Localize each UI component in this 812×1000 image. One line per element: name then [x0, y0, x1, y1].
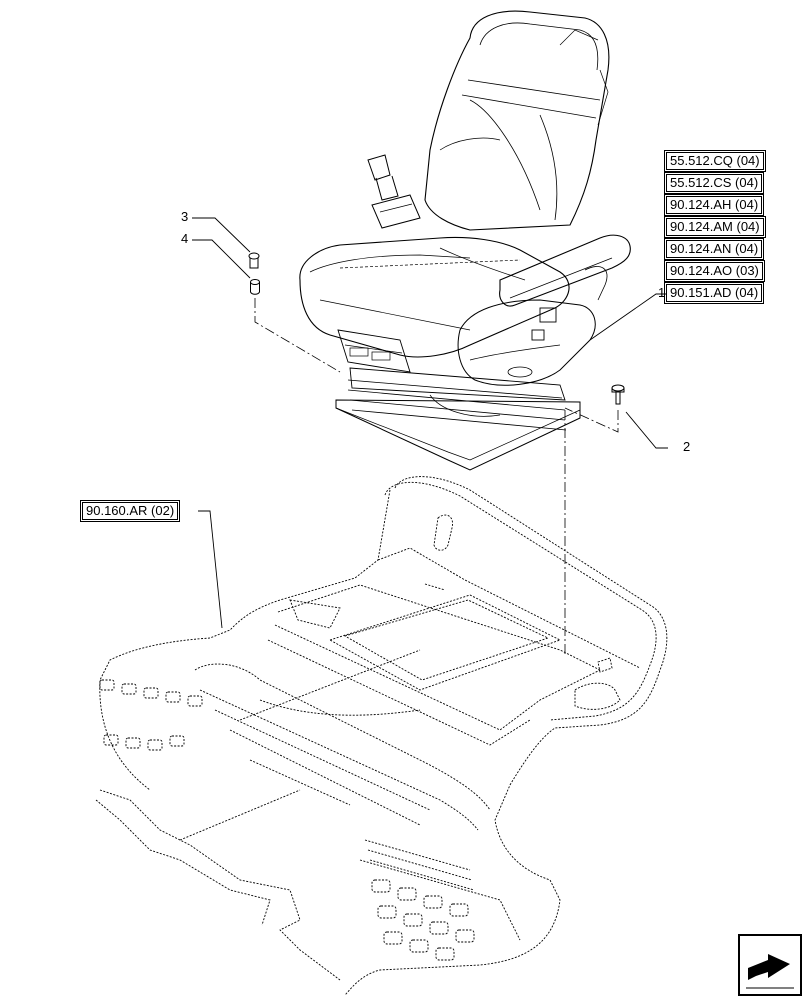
screw-part-2 [611, 384, 625, 405]
callout-leaders [192, 217, 668, 629]
reference-box-seat-4[interactable]: 90.124.AM (04) [664, 216, 766, 238]
reference-box-seat-7[interactable]: 90.151.AD (04) [663, 282, 765, 304]
reference-box-seat-2[interactable]: 55.512.CS (04) [663, 172, 765, 194]
callout-number-1: 1 [658, 285, 666, 300]
reference-box-seat-3[interactable]: 90.124.AH (04) [663, 194, 765, 216]
callout-number-4: 4 [181, 231, 189, 246]
reference-box-seat-5[interactable]: 90.124.AN (04) [663, 238, 765, 260]
callout-number-3: 3 [181, 209, 189, 224]
bolt-part-3 [248, 252, 260, 269]
assembly-center-lines [254, 298, 619, 655]
reference-box-floor[interactable]: 90.160.AR (02) [79, 500, 181, 522]
reference-box-seat-6[interactable]: 90.124.AO (03) [664, 260, 765, 282]
spacer-part-4 [250, 279, 260, 295]
reference-box-seat-1[interactable]: 55.512.CQ (04) [664, 150, 766, 172]
next-page-arrow-icon[interactable] [738, 934, 802, 996]
cab-floor-platform [95, 476, 668, 996]
floor-mat-pads [99, 679, 475, 961]
operator-seat [299, 10, 631, 471]
callout-number-2: 2 [683, 439, 691, 454]
